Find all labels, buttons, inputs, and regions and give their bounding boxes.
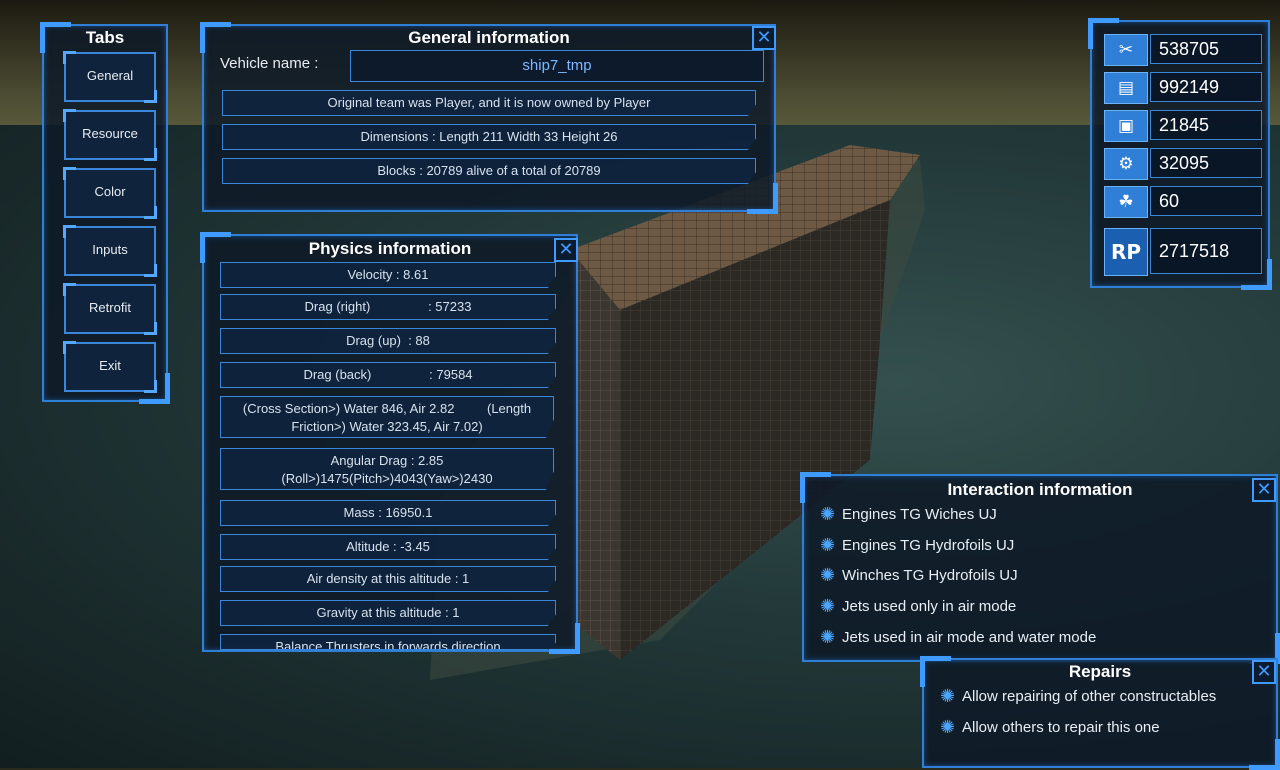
resource-material: ✂ 538705 [1104, 34, 1262, 66]
altitude-text: Altitude : -3.45 [346, 539, 430, 554]
resource-research-points: RP 2717518 [1104, 228, 1262, 276]
ammo-value: 21845 [1150, 110, 1262, 140]
air-density-row: Air density at this altitude : 1 [220, 566, 556, 592]
blocks-text: Blocks : 20789 alive of a total of 20789 [377, 163, 601, 178]
tab-retrofit[interactable]: Retrofit [63, 283, 157, 335]
cross-section-text-2: Friction>) Water 323.45, Air 7.02) [291, 419, 483, 434]
tab-resource[interactable]: Resource [63, 109, 157, 161]
vehicle-name-input[interactable]: ship7_tmp [350, 50, 764, 82]
option-engines-wiches[interactable]: ✺Engines TG Wiches UJ [820, 504, 997, 524]
rp-value: 2717518 [1150, 228, 1262, 274]
gear-icon: ✺ [820, 596, 836, 616]
angular-drag-row: Angular Drag : 2.85 (Roll>)1475(Pitch>)4… [220, 448, 554, 490]
engine-value: 32095 [1150, 148, 1262, 178]
oil-value: 60 [1150, 186, 1262, 216]
option-jets-air-water[interactable]: ✺Jets used in air mode and water mode [820, 627, 1097, 647]
resource-fuel: ▤ 992149 [1104, 72, 1262, 104]
tab-inputs[interactable]: Inputs [63, 225, 157, 277]
angular-drag-text-2: (Roll>)1475(Pitch>)4043(Yaw>)2430 [281, 471, 493, 486]
interaction-close-button[interactable]: ✕ [1252, 478, 1276, 502]
drag-back-row: Drag (back) : 79584 [220, 362, 556, 388]
fuel-icon: ▤ [1104, 72, 1148, 104]
option-jets-air-only[interactable]: ✺Jets used only in air mode [820, 596, 1017, 616]
general-close-button[interactable]: ✕ [752, 26, 776, 50]
velocity-row: Velocity : 8.61 [220, 262, 556, 288]
fuel-value: 992149 [1150, 72, 1262, 102]
gear-icon: ✺ [820, 565, 836, 585]
tab-general[interactable]: General [63, 51, 157, 103]
altitude-row: Altitude : -3.45 [220, 534, 556, 560]
interaction-info-panel: Interaction information ✕ ✺Engines TG Wi… [800, 472, 1280, 664]
drag-right-row: Drag (right) : 57233 [220, 294, 556, 320]
tab-exit[interactable]: Exit [63, 341, 157, 393]
angular-drag-text-1: Angular Drag : 2.85 [330, 453, 444, 468]
resource-engine: ⚙ 32095 [1104, 148, 1262, 180]
option-winches-hydrofoils[interactable]: ✺Winches TG Hydrofoils UJ [820, 565, 1018, 585]
option-repair-others[interactable]: ✺Allow repairing of other constructables [940, 686, 1217, 706]
blocks-row: Blocks : 20789 alive of a total of 20789 [222, 158, 756, 184]
gear-icon: ✺ [940, 686, 956, 706]
repairs-title: Repairs [1068, 662, 1132, 681]
balance-thrusters-text: Balance Thrusters in forwards direction [275, 639, 501, 650]
cross-section-row: (Cross Section>) Water 846, Air 2.82 (Le… [220, 396, 554, 438]
repairs-close-button[interactable]: ✕ [1252, 660, 1276, 684]
material-value: 538705 [1150, 34, 1262, 64]
option-engines-hydrofoils[interactable]: ✺Engines TG Hydrofoils UJ [820, 535, 1015, 555]
close-icon: ✕ [558, 239, 574, 260]
drag-up-text: Drag (up) : 88 [346, 333, 430, 348]
close-icon: ✕ [1256, 479, 1272, 500]
rp-icon: RP [1104, 228, 1148, 276]
dimensions-text: Dimensions : Length 211 Width 33 Height … [360, 129, 618, 144]
resources-panel: ✂ 538705 ▤ 992149 ▣ 21845 ⚙ 32095 ☘ 60 R… [1088, 18, 1272, 290]
general-info-title: General information [408, 28, 570, 47]
gear-icon: ✺ [820, 627, 836, 647]
physics-info-title: Physics information [308, 239, 472, 258]
gravity-text: Gravity at this altitude : 1 [316, 605, 460, 620]
oil-icon: ☘ [1104, 186, 1148, 218]
gear-icon: ✺ [820, 504, 836, 524]
option-allow-repair[interactable]: ✺Allow others to repair this one [940, 717, 1160, 737]
mass-row: Mass : 16950.1 [220, 500, 556, 526]
gear-icon: ✺ [820, 535, 836, 555]
vehicle-name-label: Vehicle name : [220, 55, 319, 72]
general-info-panel: General information ✕ Vehicle name : shi… [200, 22, 778, 214]
gear-icon: ✺ [940, 717, 956, 737]
drag-right-text: Drag (right) : 57233 [304, 299, 472, 314]
velocity-text: Velocity : 8.61 [347, 267, 429, 282]
tabs-panel: Tabs General Resource Color Inputs Retro… [40, 22, 170, 404]
tab-color[interactable]: Color [63, 167, 157, 219]
tabs-title: Tabs [85, 28, 125, 47]
ownership-text: Original team was Player, and it is now … [327, 95, 651, 110]
dimensions-row: Dimensions : Length 211 Width 33 Height … [222, 124, 756, 150]
drag-back-text: Drag (back) : 79584 [303, 367, 473, 382]
repairs-panel: Repairs ✕ ✺Allow repairing of other cons… [920, 656, 1280, 770]
balance-thrusters-row[interactable]: Balance Thrusters in forwards direction [220, 634, 556, 650]
ownership-row: Original team was Player, and it is now … [222, 90, 756, 116]
close-icon: ✕ [1256, 661, 1272, 682]
material-icon: ✂ [1104, 34, 1148, 66]
mass-text: Mass : 16950.1 [343, 505, 433, 520]
drag-up-row: Drag (up) : 88 [220, 328, 556, 354]
gravity-row: Gravity at this altitude : 1 [220, 600, 556, 626]
interaction-info-title: Interaction information [947, 480, 1133, 499]
air-density-text: Air density at this altitude : 1 [306, 571, 470, 586]
ammo-icon: ▣ [1104, 110, 1148, 142]
cross-section-text-1: (Cross Section>) Water 846, Air 2.82 (Le… [242, 401, 532, 416]
resource-oil: ☘ 60 [1104, 186, 1262, 218]
close-icon: ✕ [756, 27, 772, 48]
physics-close-button[interactable]: ✕ [554, 238, 578, 262]
physics-info-panel: Physics information ✕ Velocity : 8.61 Dr… [200, 232, 580, 654]
engine-icon: ⚙ [1104, 148, 1148, 180]
resource-ammo: ▣ 21845 [1104, 110, 1262, 142]
